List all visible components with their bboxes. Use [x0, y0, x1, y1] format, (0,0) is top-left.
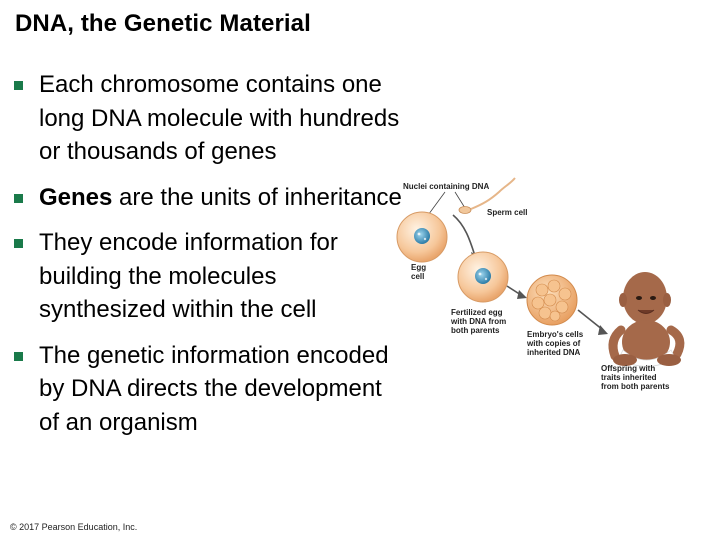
label-fert-2: with DNA from	[451, 317, 507, 326]
label-offspring-2: traits inherited	[601, 373, 657, 382]
inheritance-illustration	[396, 177, 685, 367]
baby-illustration	[608, 272, 685, 367]
label-embryo-1: Embryo's cells	[527, 330, 584, 339]
bullet-text: The genetic information encoded by DNA d…	[39, 341, 389, 436]
arrow	[452, 214, 476, 257]
label-fert-3: both parents	[451, 326, 500, 335]
pointer-line	[454, 191, 466, 209]
label-nuclei: Nuclei containing DNA	[403, 182, 490, 191]
bullet-item: They encode information for building the…	[14, 226, 404, 327]
label-egg-2: cell	[411, 272, 425, 281]
bullet-item: The genetic information encoded by DNA d…	[14, 339, 404, 440]
bullet-bold-term: Genes	[39, 183, 113, 211]
fertilized-egg	[457, 251, 509, 303]
label-egg-1: Egg	[411, 263, 427, 272]
square-bullet-icon	[14, 193, 23, 203]
bullet-text: They encode information for building the…	[39, 229, 338, 323]
slide-title: DNA, the Genetic Material	[15, 10, 311, 37]
bullet-text: are the units of inheritance	[112, 183, 402, 211]
arrow	[577, 309, 604, 331]
label-embryo-2: with copies of	[527, 339, 581, 348]
arrow-head	[598, 325, 608, 335]
square-bullet-icon	[14, 81, 23, 90]
bullet-list: Each chromosome contains one long DNA mo…	[14, 68, 404, 451]
label-offspring-3: from both parents	[601, 382, 670, 391]
bullet-item: Each chromosome contains one long DNA mo…	[14, 68, 404, 169]
square-bullet-icon	[14, 239, 23, 248]
sperm-cell	[458, 177, 516, 214]
label-sperm: Sperm cell	[487, 208, 528, 217]
bullet-item: Genes are the units of inheritance	[14, 181, 404, 215]
egg-cell	[396, 211, 448, 263]
label-fert-1: Fertilized egg	[451, 308, 503, 317]
bullet-text: Each chromosome contains one long DNA mo…	[39, 71, 400, 165]
label-offspring-1: Offspring with	[601, 364, 656, 373]
copyright-notice: © 2017 Pearson Education, Inc.	[10, 522, 138, 532]
label-embryo-3: inherited DNA	[527, 348, 581, 357]
inheritance-figure: Nuclei containing DNA Sperm cell Egg cel…	[395, 170, 715, 395]
arrow-head	[517, 290, 527, 299]
square-bullet-icon	[14, 351, 23, 361]
embryo-cluster	[526, 274, 578, 326]
